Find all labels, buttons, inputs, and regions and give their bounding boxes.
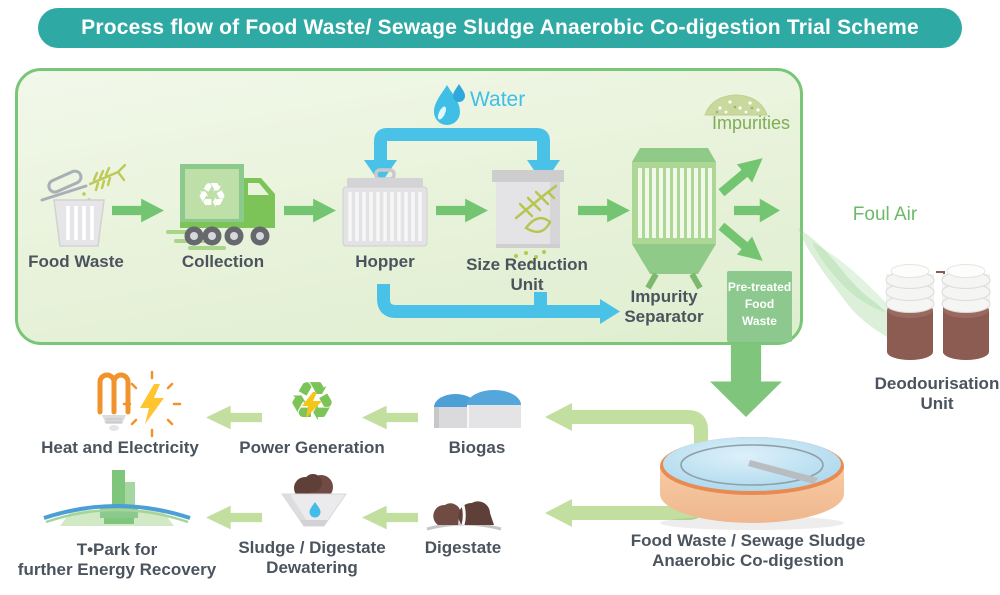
water-drop-icon (434, 84, 465, 125)
pretreated-food-waste-tag: Pre-treated Food Waste (727, 271, 792, 342)
impurities-pile-icon (704, 94, 768, 116)
foul-air-wisp (798, 228, 908, 350)
biogas-tanks-icon (434, 390, 521, 428)
label-impurity-separator: Impurity Separator (624, 287, 704, 326)
bracket-arrowhead-biogas (545, 403, 572, 431)
digestate-pile-icon (426, 501, 502, 531)
label-power-generation: Power Generation (239, 438, 385, 457)
garbage-truck-icon: ♻ (166, 164, 275, 250)
dewatering-hopper-icon (281, 474, 347, 527)
label-impurities: Impurities (711, 113, 791, 133)
impurity-separator-icon (632, 148, 716, 290)
slurry-pipe (377, 284, 600, 318)
label-deodourisation: Deodourisation Unit (874, 374, 1000, 413)
trash-bin-icon (40, 163, 127, 247)
bracket-arrowhead-digestate (545, 499, 572, 527)
label-hopper: Hopper (355, 252, 415, 271)
power-bolt-icon (302, 392, 322, 418)
label-foul-air: Foul Air (852, 204, 918, 225)
deodourisation-towers-icon (885, 264, 991, 360)
label-heat-electricity: Heat and Electricity (41, 438, 199, 457)
label-collection: Collection (181, 252, 265, 271)
tpark-building-icon (43, 470, 191, 526)
label-codigestion: Food Waste / Sewage Sludge Anaerobic Co-… (630, 531, 866, 570)
water-supply-pipe (374, 128, 550, 162)
page-title: Process flow of Food Waste/ Sewage Sludg… (38, 8, 962, 48)
size-reduction-icon (492, 170, 564, 264)
label-food-waste: Food Waste (28, 252, 124, 271)
label-tpark: T•Park for further Energy Recovery (17, 540, 217, 579)
label-dewatering: Sludge / Digestate Dewatering (238, 538, 386, 577)
label-biogas: Biogas (448, 438, 506, 457)
label-size-reduction: Size Reduction Unit (466, 255, 588, 294)
water-arrowhead-hopper (364, 160, 397, 184)
foul-air-wisp-2 (812, 242, 902, 318)
hopper-icon (342, 168, 428, 247)
cfl-bulb-spark-icon (97, 370, 182, 438)
svg-text:♻: ♻ (197, 176, 227, 216)
digester-tank-icon (660, 437, 844, 530)
slurry-arrowhead (600, 299, 620, 324)
label-digestate: Digestate (424, 538, 502, 557)
label-water: Water (470, 88, 526, 111)
